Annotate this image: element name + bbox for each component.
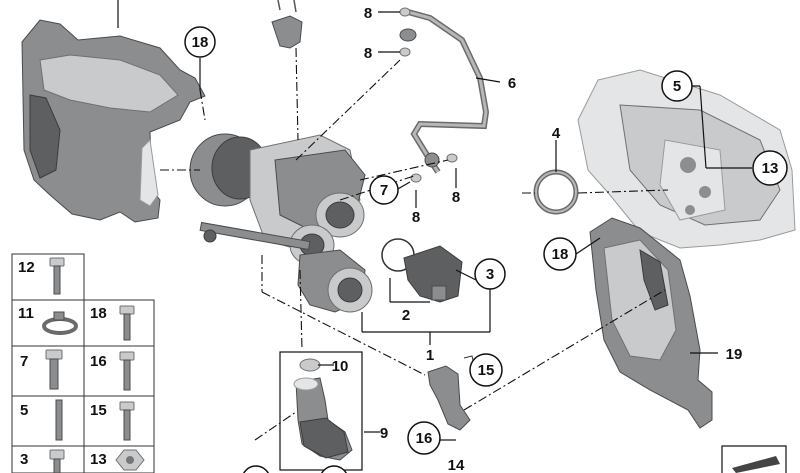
callout-16: 16 <box>407 421 441 455</box>
callout-8-lower-left: 8 <box>412 209 420 226</box>
turbocharger <box>189 133 373 313</box>
callout-18-right: 18 <box>543 237 577 271</box>
hose-clamp-11 <box>42 311 78 335</box>
bolt-18 <box>119 305 135 341</box>
callout-16-label: 16 <box>416 430 433 447</box>
callout-15-label: 15 <box>478 362 495 379</box>
oil-supply-pipe <box>399 7 490 183</box>
callout-5-label: 5 <box>673 78 681 95</box>
callout-4: 4 <box>552 125 561 142</box>
grid-label-3: 3 <box>20 451 28 468</box>
bolt-16 <box>119 351 135 391</box>
banjo-bolt-7 <box>45 349 63 390</box>
callout-8-lower-right: 8 <box>452 189 460 206</box>
callout-8-top: 8 <box>364 5 372 22</box>
callout-18-right-label: 18 <box>552 246 569 263</box>
bolt-15 <box>119 401 135 441</box>
partial-callout-bottom-mid <box>321 465 347 473</box>
callout-18-top-label: 18 <box>192 34 209 51</box>
callout-5: 5 <box>661 70 693 102</box>
callout-19: 19 <box>726 346 743 363</box>
exhaust-manifold <box>577 69 796 249</box>
gasket-ring <box>533 169 579 215</box>
nut-13 <box>115 449 145 471</box>
callout-3-label: 3 <box>486 266 494 283</box>
partial-callout-bottom-left <box>243 465 269 473</box>
small-parts-grid: 12 11 18 7 16 5 15 3 13 <box>11 253 155 473</box>
callout-15: 15 <box>469 353 503 387</box>
grid-label-16: 16 <box>90 353 107 370</box>
heat-shield-upper <box>21 19 206 223</box>
callout-7: 7 <box>369 175 399 205</box>
callout-10: 10 <box>332 358 349 375</box>
grid-label-15: 15 <box>90 402 107 419</box>
callout-14: 14 <box>448 457 465 473</box>
bracket-top <box>271 0 303 49</box>
dashed-assembly-lines <box>160 47 669 441</box>
grid-label-12: 12 <box>18 259 35 276</box>
callout-6: 6 <box>508 75 516 92</box>
callout-9: 9 <box>380 425 388 442</box>
callout-1: 1 <box>426 347 434 364</box>
callout-3: 3 <box>474 258 506 290</box>
callout-7-label: 7 <box>380 182 388 199</box>
grid-label-11: 11 <box>18 305 34 322</box>
pressure-sensor <box>381 238 463 303</box>
bracket-lower <box>427 355 477 431</box>
grid-label-5: 5 <box>20 402 28 419</box>
callout-18-top: 18 <box>184 26 216 58</box>
stud-5 <box>55 399 63 441</box>
grid-label-7: 7 <box>20 353 28 370</box>
callout-13-label: 13 <box>762 160 779 177</box>
callout-8-second: 8 <box>364 45 372 62</box>
callout-2: 2 <box>402 307 410 324</box>
leader-lines <box>117 0 752 471</box>
callout-13: 13 <box>752 150 788 186</box>
bolt-12 <box>49 257 65 295</box>
oil-return-pipe <box>293 358 353 461</box>
diagram-reference-icon <box>721 445 787 473</box>
nut-3 <box>49 449 65 473</box>
grid-label-18: 18 <box>90 305 107 322</box>
grid-label-13: 13 <box>90 451 107 468</box>
heat-shield-lower <box>589 217 713 429</box>
